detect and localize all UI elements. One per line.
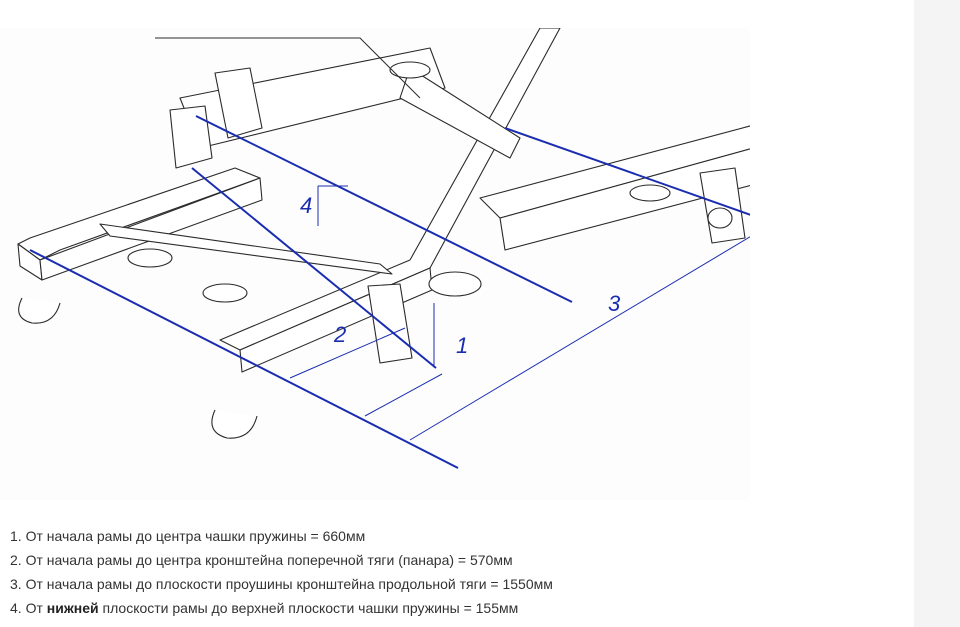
note-4-suffix: плоскости рамы до верхней плоскости чашк… xyxy=(98,600,519,616)
note-2: 2. От начала рамы до центра кронштейна п… xyxy=(10,552,513,568)
dim-2-line xyxy=(289,327,406,379)
tow-hook-left xyxy=(18,297,61,324)
axle-mount xyxy=(428,271,482,297)
bracket-front xyxy=(214,67,263,139)
tow-hook-right xyxy=(211,409,258,439)
frame-dimension-diagram: 1 2 3 4 xyxy=(0,28,750,500)
rear-rail-side xyxy=(499,148,750,251)
dim-1-line xyxy=(364,373,443,417)
callout-3: 3 xyxy=(608,291,621,316)
cross-member-3 xyxy=(399,67,521,159)
note-3: 3. От начала рамы до плоскости проушины … xyxy=(10,576,553,592)
dimension-lines xyxy=(29,115,750,469)
panhard-line xyxy=(191,167,437,369)
dim-3-line xyxy=(409,236,750,441)
left-rail-side xyxy=(39,177,263,281)
spring-cup-1 xyxy=(127,248,173,268)
bracket-left xyxy=(169,105,213,169)
spring-cup-2 xyxy=(202,283,248,303)
callout-2: 2 xyxy=(333,322,346,347)
frame-drawing: 1 2 3 4 xyxy=(17,28,750,469)
datum-line xyxy=(29,249,459,469)
note-4: 4. От нижней плоскости рамы до верхней п… xyxy=(10,596,553,620)
note-1: 1. От начала рамы до центра чашки пружин… xyxy=(10,528,366,544)
spring-center-line xyxy=(195,115,573,303)
frame-outline xyxy=(17,28,750,439)
spring-cup-3 xyxy=(389,61,431,79)
note-4-prefix: 4. От xyxy=(10,600,47,616)
spring-cup-4 xyxy=(629,184,671,202)
bracket-plane-line xyxy=(504,127,750,216)
note-4-bold: нижней xyxy=(46,600,99,616)
right-gutter xyxy=(914,0,960,627)
bracket-eye xyxy=(707,207,733,229)
callout-4: 4 xyxy=(300,193,312,218)
page: 1 2 3 4 1. От начала рамы до центра чашк… xyxy=(0,0,914,627)
callout-1: 1 xyxy=(456,333,468,358)
leader-line xyxy=(155,37,421,99)
bracket-mid xyxy=(367,283,413,364)
cross-member-1 xyxy=(99,223,393,275)
measurement-notes: 1. От начала рамы до центра чашки пружин… xyxy=(10,524,553,620)
rear-rail-top xyxy=(479,125,750,219)
